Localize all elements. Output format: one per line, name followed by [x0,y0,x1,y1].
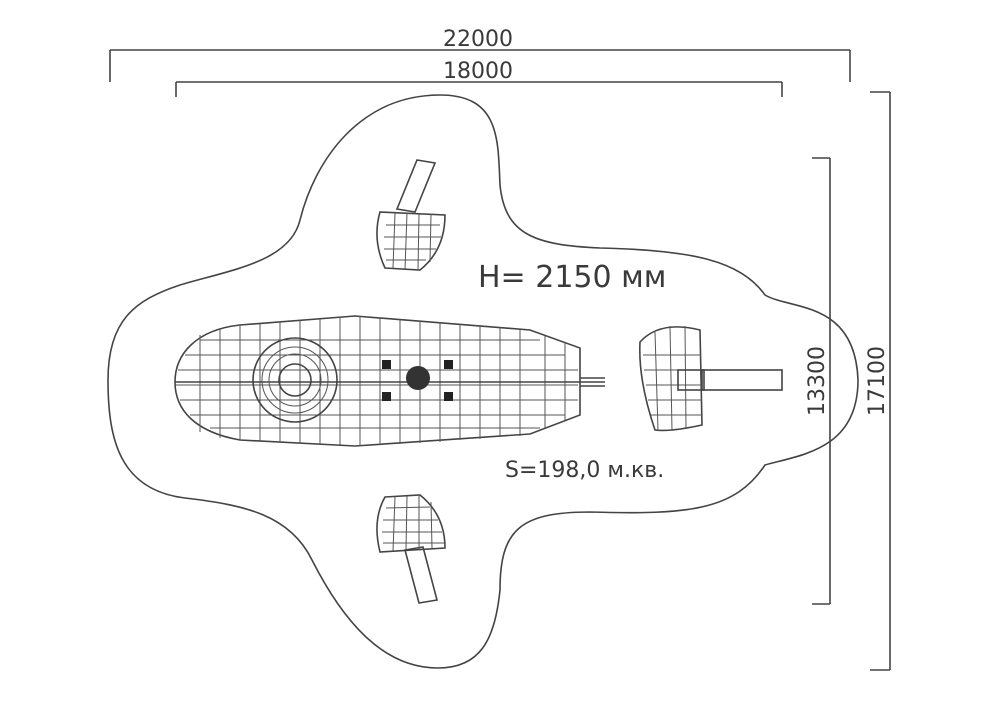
right-shield-element [638,325,783,432]
ship-wheel [406,366,430,390]
ship-hatch-inner [278,363,312,397]
top-shield-element [376,159,446,271]
ship-hatch-outer [252,337,338,423]
safety-zone-outline [107,94,859,669]
dimension-total-height: 17100 [865,91,891,671]
bottom-shield-element [376,494,446,604]
dimension-inner-height: 13300 [805,157,831,605]
dimension-inner-width-label: 18000 [443,59,513,84]
area-label: S=198,0 м.кв. [505,458,664,483]
dimension-total-height-label: 17100 [865,346,890,416]
height-label: H= 2150 мм [478,260,666,295]
dimension-inner-height-label: 13300 [805,346,830,416]
ship-structure [174,315,605,447]
dimension-total-width-label: 22000 [443,27,513,52]
dimension-inner-width: 18000 [175,59,783,97]
dimension-total-width: 22000 [109,27,851,82]
